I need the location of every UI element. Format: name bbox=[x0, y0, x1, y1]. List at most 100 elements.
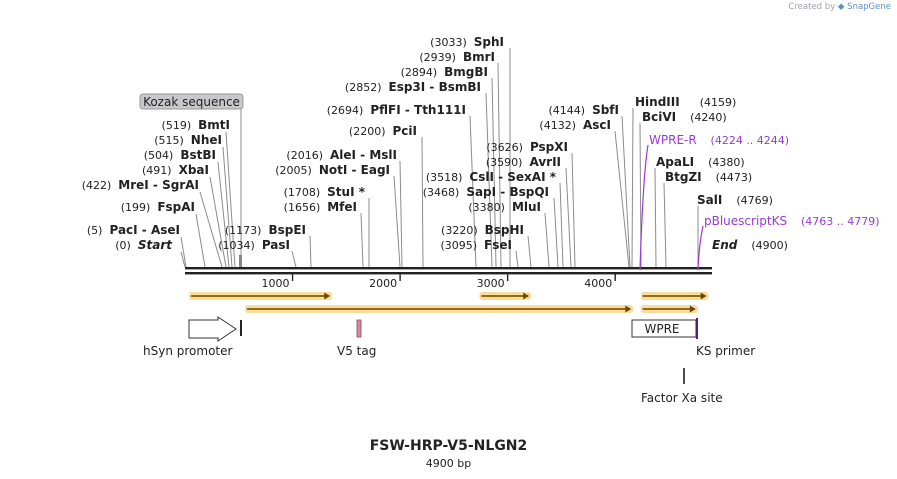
feature-wpre[interactable]: WPRE bbox=[631, 319, 697, 338]
site-connector bbox=[485, 92, 493, 268]
site-position: (4900) bbox=[751, 239, 788, 252]
site-sali[interactable]: SalI (4769) bbox=[697, 193, 773, 207]
site-position: (3033) bbox=[430, 36, 467, 49]
site-name-alt: - BsmBI bbox=[425, 80, 481, 94]
site-name-alt: - SexAI * bbox=[494, 170, 557, 184]
site-start[interactable]: (0)Start bbox=[115, 238, 173, 252]
site-noti[interactable]: (2005)NotI - EagI bbox=[275, 163, 390, 177]
site-pflfi[interactable]: (2694)PflFI - Tth111I bbox=[327, 103, 466, 117]
site-name: MreI bbox=[118, 178, 148, 192]
site-end[interactable]: End(4900) bbox=[712, 238, 788, 252]
svg-text:BciVI(4240): BciVI(4240) bbox=[642, 110, 727, 124]
svg-text:(2852)Esp3I - BsmBI: (2852)Esp3I - BsmBI bbox=[345, 80, 481, 94]
orf-arrow[interactable] bbox=[640, 305, 698, 313]
site-fsei[interactable]: (3095)FseI bbox=[440, 238, 512, 252]
site-name: BstBI bbox=[180, 148, 216, 162]
site-asci[interactable]: (4132) AscI bbox=[539, 118, 611, 132]
site-bmgbi[interactable]: (2894)BmgBI bbox=[401, 65, 488, 79]
site-position: (4144) bbox=[549, 104, 586, 117]
site-bsphi[interactable]: (3220) BspHI bbox=[441, 223, 524, 237]
site-name-alt: - MslI bbox=[356, 148, 397, 162]
orf-arrow[interactable] bbox=[479, 292, 532, 300]
site-bstbi[interactable]: (504)BstBI bbox=[144, 148, 216, 162]
site-mlui[interactable]: (3380)MluI bbox=[468, 200, 541, 214]
site-alei[interactable]: (2016)AleI - MslI bbox=[286, 148, 397, 162]
site-name: PasI bbox=[262, 238, 290, 252]
orf-arrow[interactable] bbox=[244, 305, 634, 313]
site-connector bbox=[515, 250, 519, 268]
orf-arrow[interactable] bbox=[189, 292, 333, 300]
site-btgzi[interactable]: BtgZI(4473) bbox=[665, 170, 752, 184]
site-sapi[interactable]: (3468)SapI - BspQI bbox=[423, 185, 549, 199]
site-connector bbox=[497, 62, 502, 268]
site-pasi[interactable]: (1034) PasI bbox=[218, 238, 290, 252]
site-position: (4769) bbox=[736, 194, 773, 207]
site-apali[interactable]: ApaLI(4380) bbox=[656, 155, 745, 169]
site-connector bbox=[309, 235, 312, 268]
site-position: (2939) bbox=[419, 51, 456, 64]
site-position: (519) bbox=[162, 119, 192, 132]
site-name-alt: - AseI bbox=[138, 223, 180, 237]
site-xbai[interactable]: (491)XbaI bbox=[142, 163, 209, 177]
svg-text:(3626)PspXI: (3626)PspXI bbox=[486, 140, 568, 154]
site-connector bbox=[621, 115, 631, 268]
primer-pbluescriptks-range: (4763 .. 4779) bbox=[801, 215, 880, 228]
feature-factor-xa[interactable]: Factor Xa site bbox=[641, 368, 723, 405]
site-bmri[interactable]: (2939)BmrI bbox=[419, 50, 495, 64]
site-fspai[interactable]: (199)FspAI bbox=[121, 200, 195, 214]
site-position: (3590) bbox=[486, 156, 523, 169]
site-name: BspHI bbox=[485, 223, 524, 237]
site-bmti[interactable]: (519)BmtI bbox=[162, 118, 230, 132]
orf-arrow[interactable] bbox=[640, 292, 709, 300]
kozak-feature[interactable]: Kozak sequence bbox=[139, 93, 244, 267]
site-name: AscI bbox=[583, 118, 611, 132]
site-connector bbox=[225, 131, 236, 268]
site-position: (4132) bbox=[539, 119, 576, 132]
site-hindiii[interactable]: HindIII(4159) bbox=[635, 95, 736, 109]
feature-ks-primer[interactable]: KS primer bbox=[696, 318, 755, 358]
site-nhei[interactable]: (515)NheI bbox=[154, 133, 222, 147]
site-bspei[interactable]: (1173)BspEI bbox=[225, 223, 306, 237]
site-bcivi[interactable]: BciVI(4240) bbox=[642, 110, 727, 124]
site-stui[interactable]: (1708)StuI * bbox=[284, 185, 366, 199]
site-pspxi[interactable]: (3626)PspXI bbox=[486, 140, 568, 154]
site-mrei[interactable]: (422)MreI - SgrAI bbox=[82, 178, 199, 192]
labels-left: (519)BmtI(515)NheI(504)BstBI(491)XbaI(42… bbox=[82, 118, 230, 252]
svg-text:WPRE-R (4224 .. 4244): WPRE-R (4224 .. 4244) bbox=[649, 133, 789, 147]
feature-hsyn-promoter[interactable]: hSyn promoter bbox=[143, 316, 237, 358]
primer-wpre-r[interactable]: WPRE-R (4224 .. 4244) bbox=[639, 133, 789, 271]
site-position: (515) bbox=[154, 134, 184, 147]
site-connector bbox=[421, 136, 424, 268]
site-paci[interactable]: (5)PacI - AseI bbox=[87, 223, 180, 237]
site-name: SphI bbox=[474, 35, 504, 49]
site-position: (2694) bbox=[327, 104, 364, 117]
site-name: FspAI bbox=[157, 200, 195, 214]
orf-arrow-head-icon bbox=[324, 292, 331, 300]
site-name: SalI bbox=[697, 193, 722, 207]
site-position: (3220) bbox=[441, 224, 478, 237]
svg-text:(2005)NotI - EagI: (2005)NotI - EagI bbox=[275, 163, 390, 177]
site-position: (1034) bbox=[218, 239, 255, 252]
site-esp3i[interactable]: (2852)Esp3I - BsmBI bbox=[345, 80, 481, 94]
svg-text:(2894)BmgBI: (2894)BmgBI bbox=[401, 65, 488, 79]
site-csli[interactable]: (3518)CslI - SexAI * bbox=[426, 170, 557, 184]
site-name-alt: - EagI bbox=[347, 163, 390, 177]
svg-text:(1656)MfeI: (1656)MfeI bbox=[284, 200, 357, 214]
orf-arrow-head-icon bbox=[523, 292, 530, 300]
site-position: (4240) bbox=[690, 111, 727, 124]
site-pcii[interactable]: (2200)PciI bbox=[349, 124, 417, 138]
site-position: (491) bbox=[142, 164, 172, 177]
svg-text:(3220)BspHI: (3220) BspHI bbox=[441, 223, 524, 237]
orf-arrow-head-icon bbox=[700, 292, 707, 300]
site-sphi[interactable]: (3033) SphI bbox=[430, 35, 504, 49]
primer-pbluescriptks[interactable]: pBluescriptKS (4763 .. 4779) bbox=[697, 214, 880, 271]
svg-text:(422)MreI - SgrAI: (422)MreI - SgrAI bbox=[82, 178, 199, 192]
svg-text:(1034)PasI: (1034) PasI bbox=[218, 238, 290, 252]
primer-wpre-r-line bbox=[639, 144, 649, 271]
feature-v5-tag[interactable]: V5 tag bbox=[337, 319, 376, 358]
site-avrii[interactable]: (3590)AvrII bbox=[486, 155, 561, 169]
site-name: NotI bbox=[319, 163, 348, 177]
site-mfei[interactable]: (1656)MfeI bbox=[284, 200, 357, 214]
site-sbfi[interactable]: (4144)SbfI bbox=[549, 103, 620, 117]
svg-text:(4144)SbfI: (4144)SbfI bbox=[549, 103, 620, 117]
